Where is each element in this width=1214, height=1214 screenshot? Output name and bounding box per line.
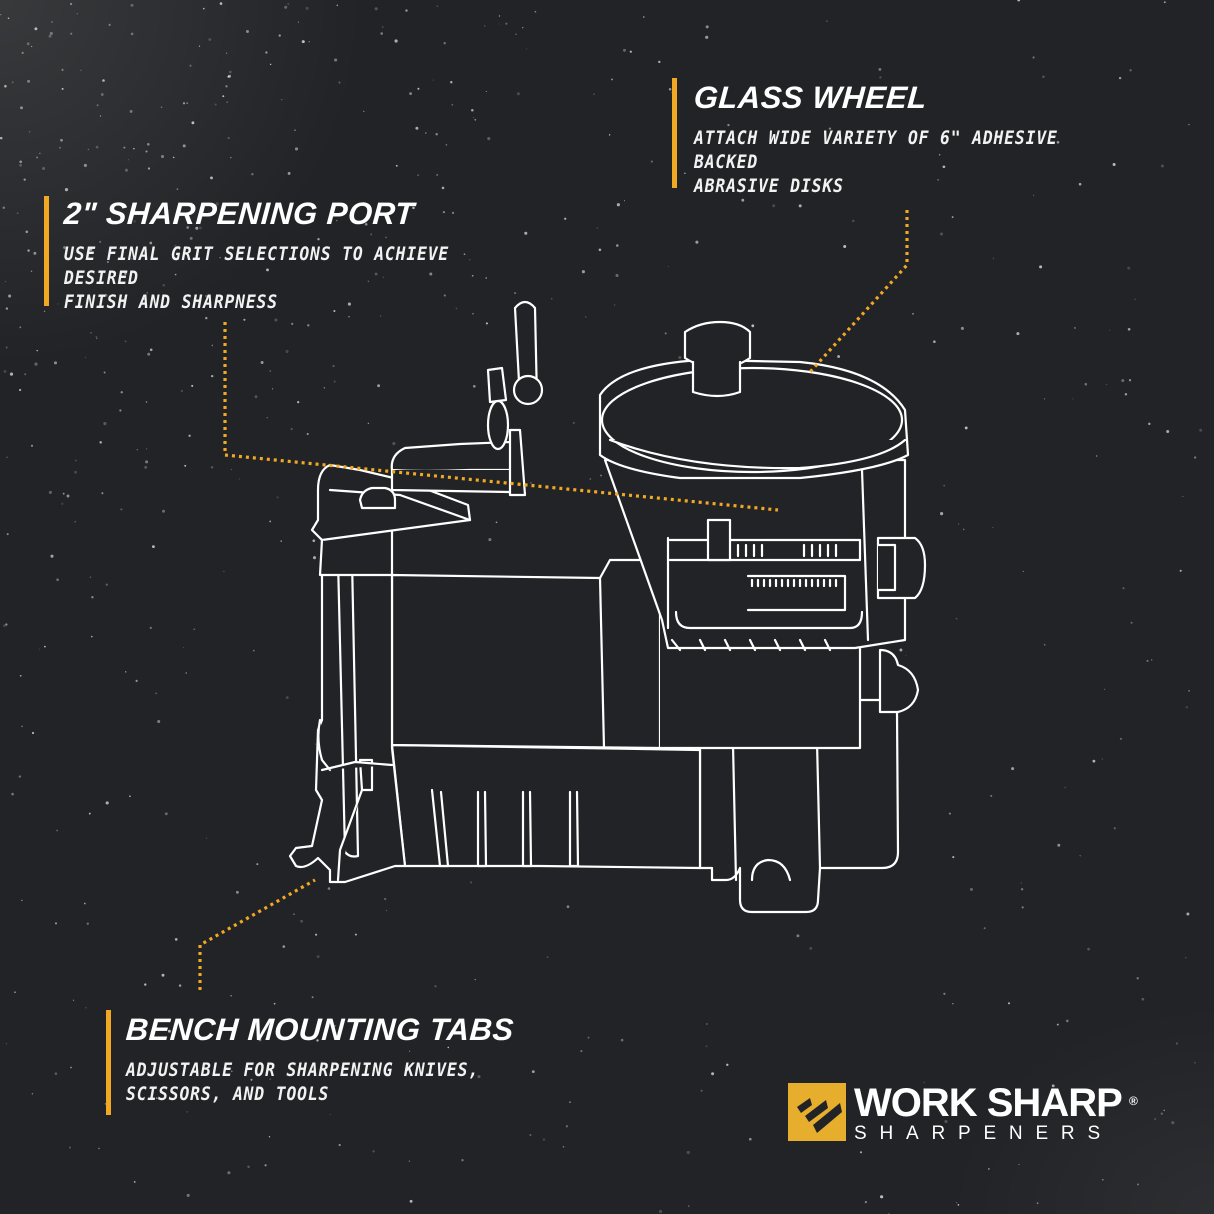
leader-sharpening-port [223, 322, 779, 512]
brand-logo: WORK SHARP ® SHARPENERS [788, 1081, 1138, 1145]
accent-bar [44, 196, 49, 306]
callout-glass-wheel: GLASS WHEEL ATTACH WIDE VARIETY OF 6" AD… [672, 78, 1172, 197]
callout-title: 2" SHARPENING PORT [62, 196, 416, 231]
callout-description: ATTACH WIDE VARIETY OF 6" ADHESIVE BACKE… [694, 127, 1058, 197]
callout-description: USE FINAL GRIT SELECTIONS TO ACHIEVE DES… [64, 243, 450, 313]
work-sharp-chevron-mark-icon [788, 1083, 846, 1141]
leader-bench-tabs [198, 878, 316, 990]
registered-mark: ® [1128, 1094, 1138, 1108]
callout-sharpening-port: 2" SHARPENING PORT USE FINAL GRIT SELECT… [44, 196, 564, 313]
brand-wordmark: WORK SHARP [854, 1081, 1123, 1125]
callout-bench-mounting-tabs: BENCH MOUNTING TABS ADJUSTABLE FOR SHARP… [106, 1010, 546, 1115]
callout-title: GLASS WHEEL [692, 80, 929, 115]
brand-tagline: SHARPENERS [854, 1123, 1113, 1144]
leader-glass-wheel [808, 210, 909, 374]
callout-description: ADJUSTABLE FOR SHARPENING KNIVES, SCISSO… [126, 1059, 480, 1105]
accent-bar [106, 1010, 111, 1115]
callout-title: BENCH MOUNTING TABS [124, 1012, 516, 1047]
accent-bar [672, 78, 677, 188]
brand-name: WORK SHARP ® [854, 1081, 1138, 1125]
